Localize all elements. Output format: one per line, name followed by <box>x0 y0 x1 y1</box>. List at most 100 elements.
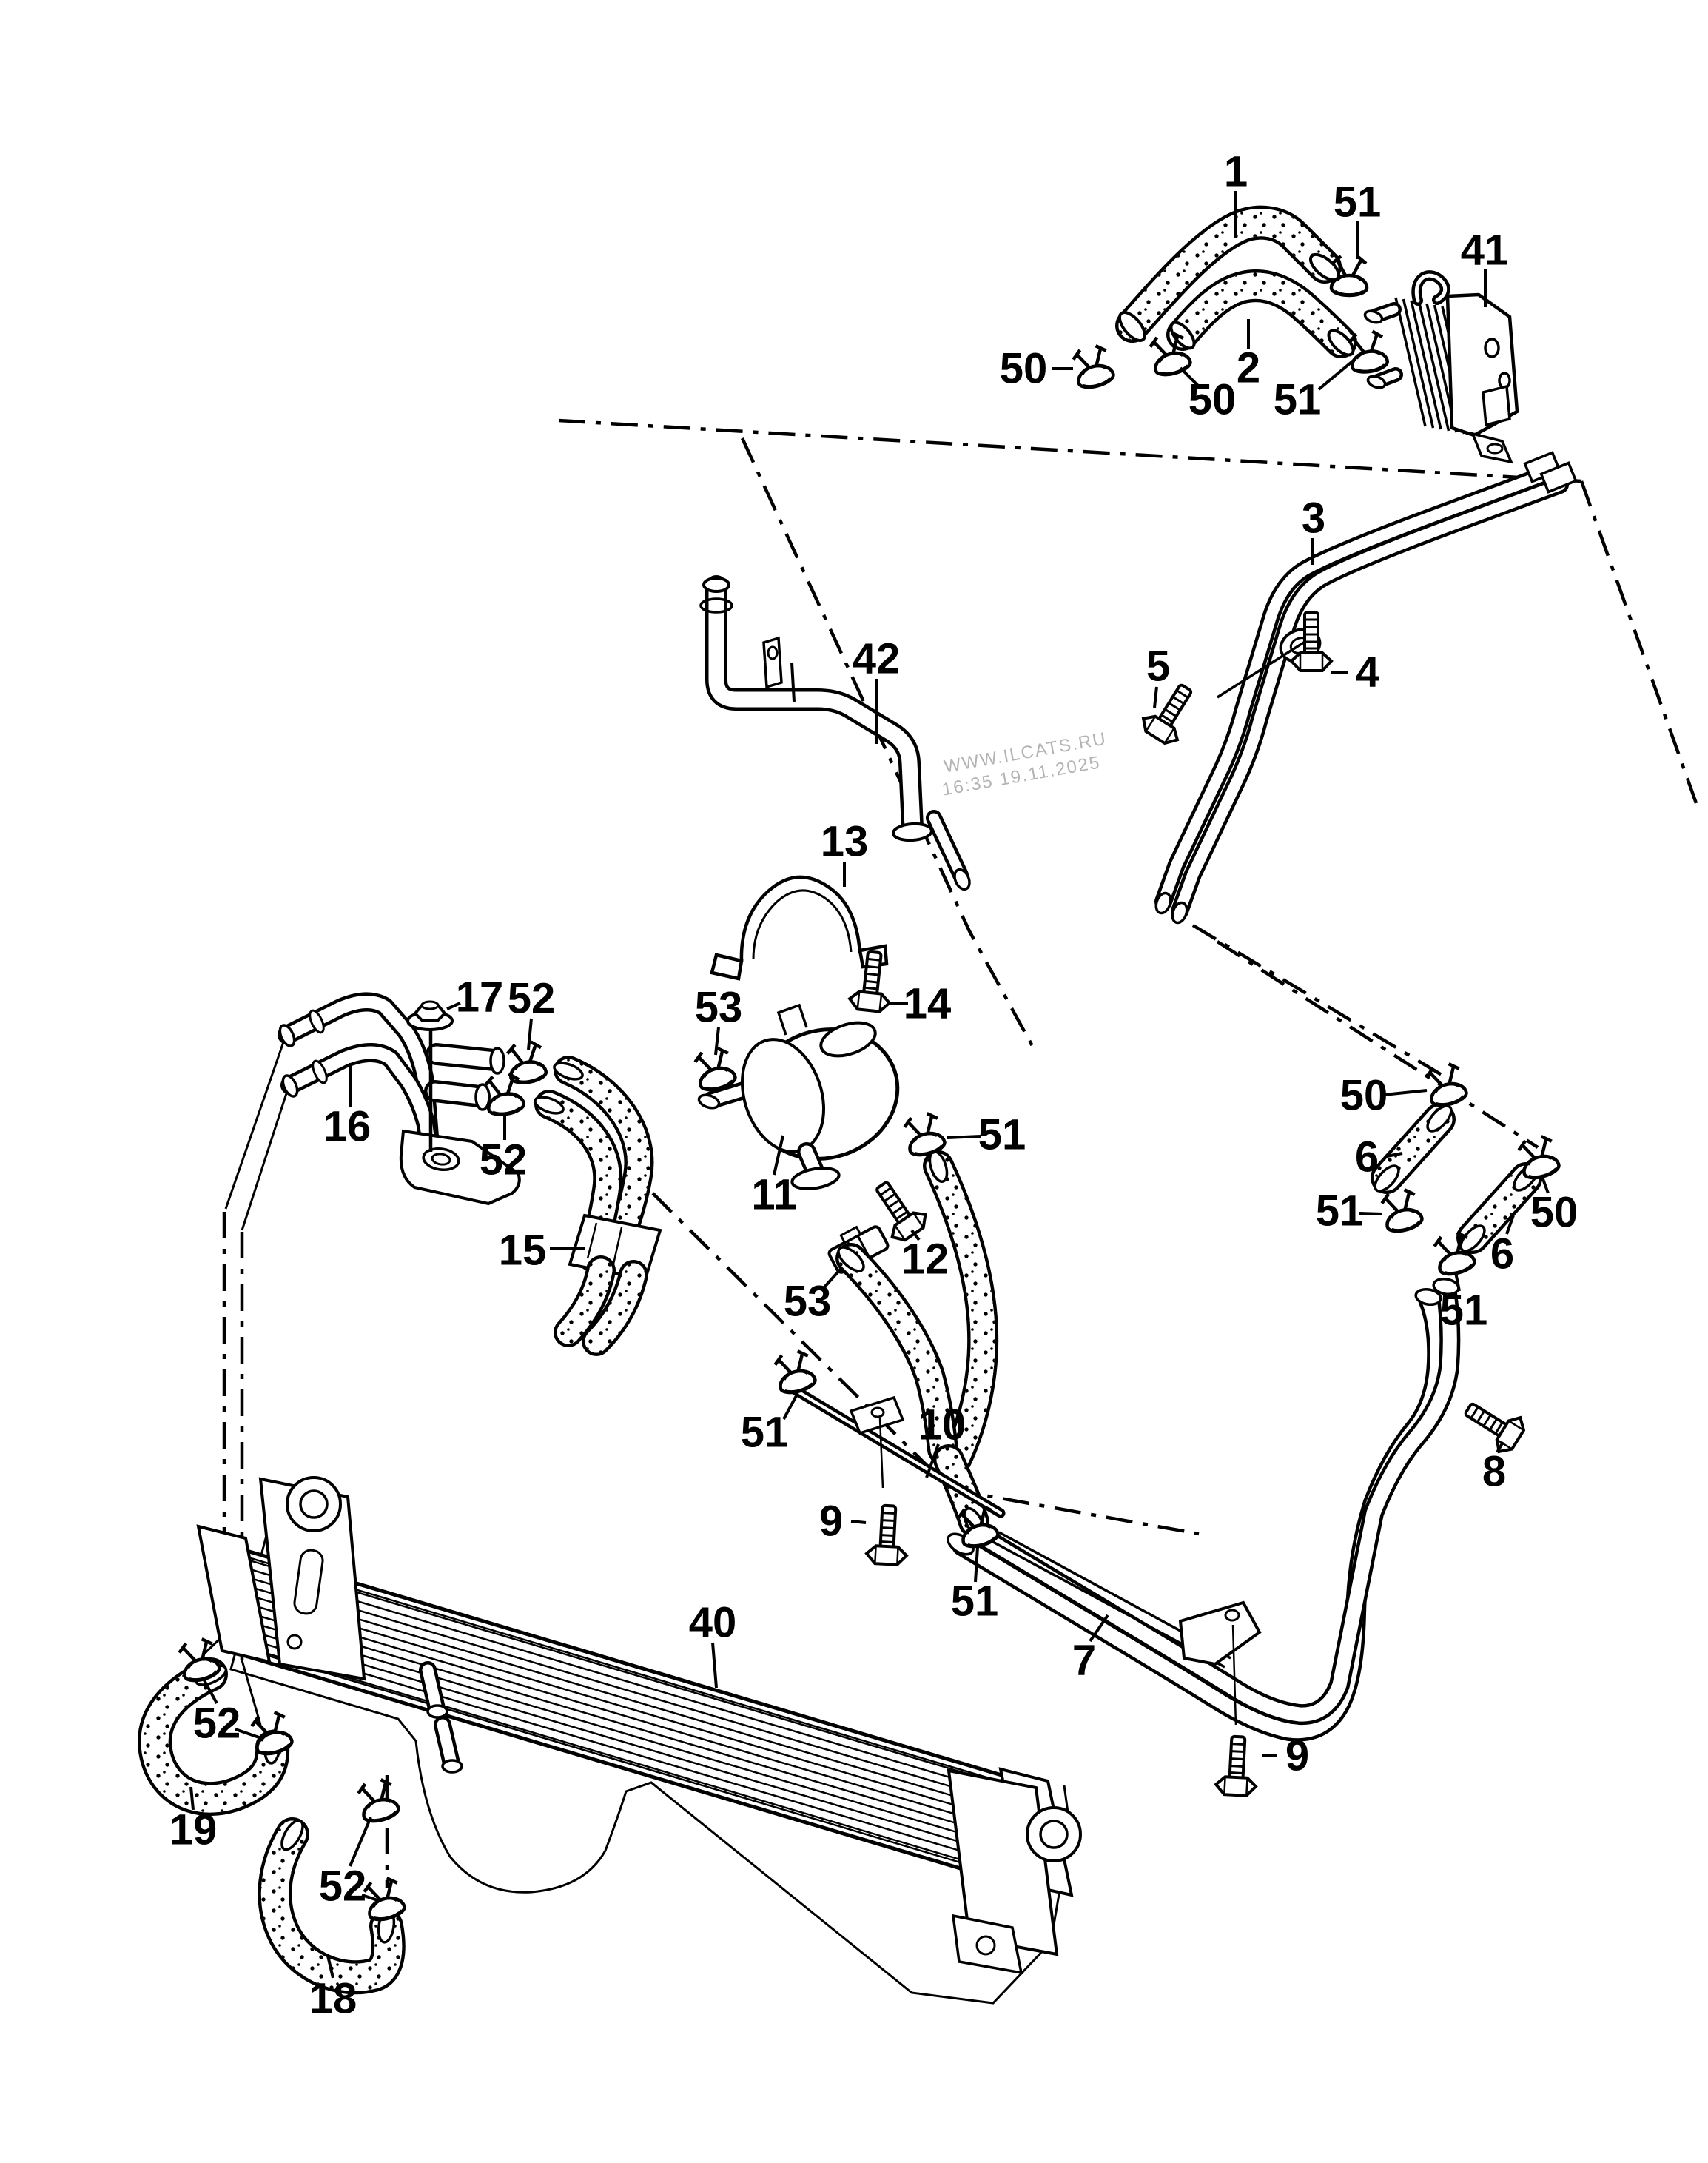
callout-leader-10 <box>925 1443 940 1478</box>
pipe-7-bracket <box>1178 1600 1262 1666</box>
callout-leader-51 <box>1317 358 1356 391</box>
pipe-16 <box>278 992 521 1206</box>
callout-7-28: 7 <box>1072 1637 1096 1685</box>
radiator-40 <box>422 1664 443 1714</box>
pipe-16 <box>428 1046 502 1068</box>
callout-leader-11 <box>773 1135 784 1176</box>
pipe-16 <box>427 1083 488 1104</box>
hose-2 <box>1166 269 1357 358</box>
radiator-fin <box>239 1626 1025 1862</box>
callout-13-11: 13 <box>821 818 869 866</box>
section-line <box>740 437 1034 1047</box>
callout-53-22: 53 <box>784 1278 832 1326</box>
pipe-7 <box>972 1281 1457 1722</box>
callout-9-29: 9 <box>1285 1732 1309 1780</box>
cooler-fin <box>1402 298 1435 429</box>
section-line <box>1579 480 1698 804</box>
callout-2-4: 2 <box>1237 344 1260 392</box>
callout-9-25: 9 <box>819 1498 843 1546</box>
radiator-40 <box>196 1476 1082 2005</box>
hose-1 <box>1115 205 1342 343</box>
callout-50-34: 50 <box>1530 1189 1578 1237</box>
callout-51-20: 51 <box>978 1111 1026 1159</box>
callout-14-13: 14 <box>904 980 952 1028</box>
watermark: WWW.ILCATS.RU 16:35 19.11.2025 <box>941 728 1109 799</box>
pipe-42 <box>929 813 966 880</box>
callout-53-12: 53 <box>695 984 743 1032</box>
callout-leader-52 <box>203 1680 218 1704</box>
callout-50-3: 50 <box>1000 345 1048 393</box>
callout-leader-51 <box>782 1392 799 1420</box>
clamp-52 <box>356 1777 400 1825</box>
callout-leader-5 <box>1153 686 1158 708</box>
callout-17-14: 17 <box>456 973 504 1022</box>
hose-15 <box>534 1056 662 1356</box>
radiator-fin <box>231 1589 1017 1825</box>
callout-leader-53 <box>821 1266 844 1290</box>
callout-41-2: 41 <box>1461 227 1509 275</box>
callout-leader-12 <box>910 1229 921 1241</box>
callout-11-19: 11 <box>751 1171 796 1219</box>
section-line <box>558 418 1582 483</box>
callout-52-39: 52 <box>319 1862 367 1911</box>
radiator-fin <box>241 1636 1027 1871</box>
callout-51-36: 51 <box>1440 1287 1488 1335</box>
pipe-7 <box>947 1277 1461 1742</box>
callout-19-38: 19 <box>169 1806 218 1854</box>
callout-leader-53 <box>714 1027 720 1056</box>
nut-17 <box>406 1000 454 1031</box>
callout-leader-51 <box>974 1546 979 1583</box>
callout-50-5: 50 <box>1188 376 1237 424</box>
pipe-42 <box>699 575 971 891</box>
section-line <box>1216 940 1539 1149</box>
callout-18-40: 18 <box>309 1975 357 2023</box>
callout-52-17: 52 <box>480 1136 528 1184</box>
callout-leader-50 <box>1179 366 1200 387</box>
pipe-3 <box>1157 469 1550 908</box>
callout-leader-51 <box>1454 1272 1461 1292</box>
pump-11 <box>706 1084 752 1106</box>
callout-10-24: 10 <box>918 1401 966 1449</box>
callout-leader-52 <box>235 1728 260 1739</box>
callout-8-30: 8 <box>1482 1448 1506 1496</box>
section-line <box>651 1192 1200 1536</box>
hose-15 <box>585 1263 645 1353</box>
callout-leader-52 <box>361 1894 378 1902</box>
pipe-10 <box>785 1382 1006 1518</box>
callout-50-31: 50 <box>1340 1072 1388 1120</box>
hose-6 <box>1371 1103 1542 1254</box>
radiator-shroud <box>229 1518 1072 2005</box>
callout-leader-50 <box>1383 1089 1428 1096</box>
radiator-fin <box>235 1608 1021 1843</box>
heat-shield-13 <box>710 875 889 981</box>
cooler-fin <box>1417 301 1450 432</box>
pipe-3-pin <box>1217 638 1309 699</box>
pipe-16 <box>283 1046 437 1167</box>
callout-51-6: 51 <box>1274 376 1322 424</box>
pipe-10 <box>789 1386 1002 1515</box>
clamp-50 <box>1516 1134 1561 1181</box>
pipe-16 <box>280 995 436 1143</box>
callout-leader-6 <box>1386 1152 1403 1158</box>
pipe-42 <box>708 578 921 836</box>
radiator-fin <box>243 1646 1029 1881</box>
callout-leader-50 <box>1541 1176 1550 1194</box>
callout-4-9: 4 <box>1356 648 1379 697</box>
callout-6-35: 6 <box>1490 1230 1514 1278</box>
radiator-fin <box>237 1617 1023 1853</box>
clamp-51 <box>773 1349 817 1396</box>
callout-1-0: 1 <box>1224 148 1248 196</box>
clamp-50 <box>1071 343 1115 391</box>
section-line <box>1191 924 1443 1076</box>
callout-leader-7 <box>1089 1614 1109 1643</box>
callout-leader-9 <box>850 1520 867 1524</box>
callout-leader-40 <box>711 1642 718 1689</box>
callout-leader-51 <box>947 1135 981 1139</box>
callout-52-15: 52 <box>508 975 556 1023</box>
callout-15-18: 15 <box>499 1227 547 1275</box>
clamp-51 <box>1379 1187 1424 1235</box>
callout-52-37: 52 <box>193 1700 241 1748</box>
callout-51-26: 51 <box>951 1577 999 1626</box>
